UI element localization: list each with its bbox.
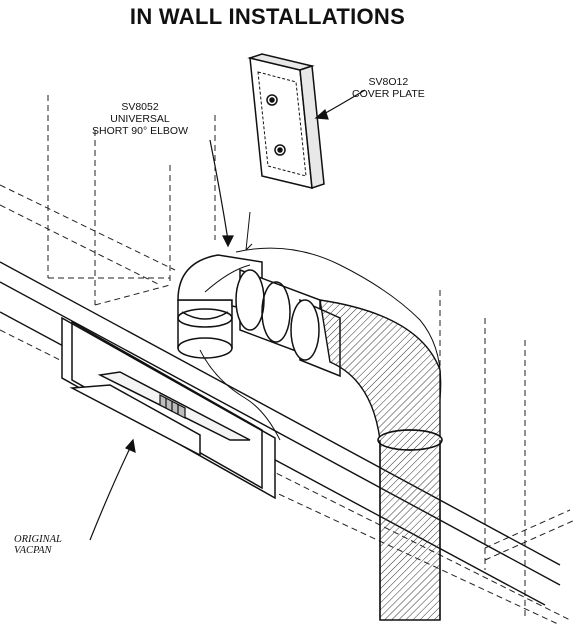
cover-plate-label: SV8O12 COVER PLATE (352, 76, 425, 100)
elbow-label-line-2: UNIVERSAL (110, 113, 170, 125)
vacpan-label-line-2: VACPAN (14, 545, 52, 556)
callout-arrows (89, 89, 366, 541)
vacpan-lever (159, 394, 186, 419)
vacpan-label-line-1: ORIGINAL (14, 534, 62, 545)
cover-plate (247, 53, 325, 190)
horizontal-pipe (235, 268, 341, 378)
elbow-fitting (177, 254, 263, 359)
cover-plate-label-line-2: COVER PLATE (352, 88, 425, 100)
elbow-label-line-1: SV8052 (121, 101, 159, 113)
diagram-title: IN WALL INSTALLATIONS (129, 4, 406, 29)
wire-strap (199, 211, 442, 441)
flex-hose (319, 299, 443, 621)
elbow-label: SV8052 UNIVERSAL SHORT 90° ELBOW (92, 101, 188, 137)
cover-plate-label-line-1: SV8O12 (368, 76, 409, 88)
elbow-label-line-3: SHORT 90° ELBOW (92, 125, 189, 137)
vacpan-label: ORIGINAL VACPAN (14, 534, 62, 556)
